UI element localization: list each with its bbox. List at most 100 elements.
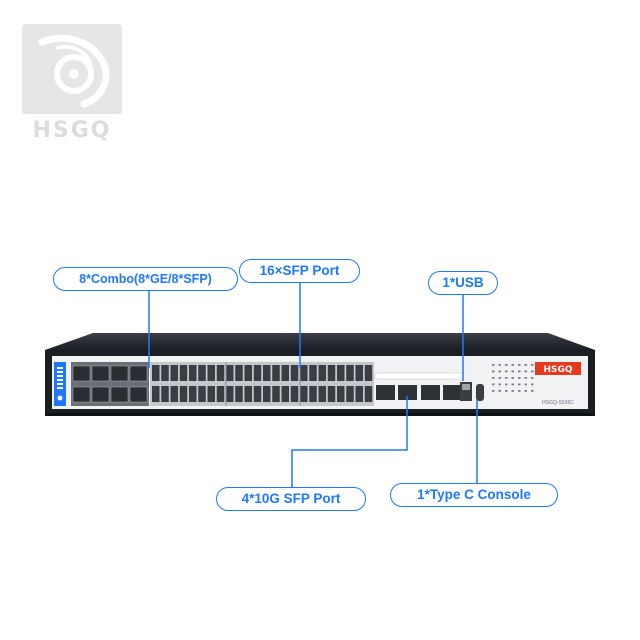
led-indicator bbox=[511, 370, 514, 373]
led-indicator bbox=[518, 377, 521, 379]
sfp-port bbox=[235, 365, 243, 381]
sfp10g-leader bbox=[291, 396, 408, 487]
sfp-port bbox=[161, 365, 169, 381]
led-indicator bbox=[498, 383, 501, 386]
led-indicator bbox=[511, 377, 514, 379]
led-indicator bbox=[492, 377, 495, 379]
sfp-port bbox=[152, 386, 160, 402]
led-indicator bbox=[498, 370, 501, 373]
sfp-port bbox=[263, 386, 271, 402]
sfp-port bbox=[290, 365, 299, 381]
sfp-port bbox=[207, 386, 215, 402]
device-model-text: HSGQ-S536C bbox=[542, 400, 574, 406]
sfp10g-callout: 4*10G SFP Port bbox=[216, 487, 366, 511]
led-indicator bbox=[531, 370, 534, 373]
sfp-port bbox=[364, 365, 373, 381]
sfp-port bbox=[346, 365, 354, 381]
sfp-port bbox=[253, 386, 262, 402]
led-indicator bbox=[505, 370, 508, 373]
led-indicator bbox=[505, 383, 508, 386]
sfp-port bbox=[281, 365, 289, 381]
sfp-port bbox=[170, 365, 178, 381]
sfp-port bbox=[337, 386, 345, 402]
sfp-port bbox=[309, 365, 317, 381]
sfp-port bbox=[300, 386, 308, 402]
sfp-port bbox=[318, 386, 326, 402]
led-indicator bbox=[505, 390, 508, 392]
sfp-port bbox=[346, 386, 354, 402]
type-c-port bbox=[476, 384, 484, 401]
led-indicator bbox=[492, 364, 495, 366]
led-indicator bbox=[531, 383, 534, 386]
led-indicator bbox=[511, 383, 514, 386]
sfp-port bbox=[327, 386, 336, 402]
led-indicator bbox=[505, 364, 508, 366]
sfp-port bbox=[355, 365, 363, 381]
led-indicator bbox=[524, 370, 527, 373]
led-indicator bbox=[492, 390, 495, 392]
led-indicator bbox=[518, 383, 521, 386]
sfp-port bbox=[152, 365, 160, 381]
sfp-port bbox=[226, 386, 234, 402]
sfp-port bbox=[179, 386, 188, 402]
device-badge bbox=[535, 362, 581, 375]
led-indicator bbox=[524, 377, 527, 379]
sfp10g-ports bbox=[376, 385, 462, 400]
led-indicator bbox=[505, 377, 508, 379]
sfp-port bbox=[179, 365, 188, 381]
led-indicator bbox=[511, 364, 514, 366]
led-indicator bbox=[524, 390, 527, 392]
sfp-port bbox=[235, 386, 243, 402]
sfp-port bbox=[216, 386, 225, 402]
sfp-callout: 16×SFP Port bbox=[239, 259, 360, 283]
led-indicator bbox=[518, 364, 521, 366]
sfp-port bbox=[189, 386, 197, 402]
console-callout: 1*Type C Console bbox=[390, 483, 558, 507]
sfp-port bbox=[189, 365, 197, 381]
led-indicator bbox=[524, 383, 527, 386]
led-indicator bbox=[492, 370, 495, 373]
led-indicator bbox=[498, 364, 501, 366]
sfp-port bbox=[244, 386, 252, 402]
brand-logo: HSGQ bbox=[22, 24, 122, 146]
sfp-port bbox=[207, 365, 215, 381]
sfp-port bbox=[170, 386, 178, 402]
chassis-top bbox=[45, 333, 595, 350]
sfp-port bbox=[364, 386, 373, 402]
led-indicator bbox=[524, 364, 527, 366]
sfp10g-label-bar bbox=[374, 372, 464, 380]
usb-callout: 1*USB bbox=[428, 271, 498, 295]
chassis-bottom bbox=[45, 413, 595, 416]
sfp-port bbox=[198, 386, 206, 402]
sfp-port bbox=[290, 386, 299, 402]
sfp-port bbox=[327, 365, 336, 381]
sfp-port bbox=[337, 365, 345, 381]
led-grid bbox=[492, 364, 534, 392]
led-indicator bbox=[518, 390, 521, 392]
sfp-ports bbox=[152, 365, 373, 402]
sfp-port bbox=[253, 365, 262, 381]
swirl-icon bbox=[38, 34, 110, 108]
sfp-port bbox=[272, 365, 280, 381]
led-indicator bbox=[492, 383, 495, 386]
led-indicator bbox=[531, 390, 534, 392]
sfp-port bbox=[272, 386, 280, 402]
led-indicator bbox=[518, 370, 521, 373]
logo-emblem bbox=[22, 24, 122, 114]
sfp-port bbox=[300, 365, 308, 381]
sfp-port bbox=[263, 365, 271, 381]
sfp-port bbox=[244, 365, 252, 381]
led-indicator bbox=[531, 377, 534, 379]
led-indicator bbox=[498, 377, 501, 379]
device-badge-text: HSGQ bbox=[543, 365, 572, 375]
sfp-port bbox=[281, 386, 289, 402]
sfp-port bbox=[226, 365, 234, 381]
rj45-ports bbox=[72, 365, 148, 403]
sfp-cage-block bbox=[150, 362, 374, 406]
sfp-port bbox=[309, 386, 317, 402]
sfp-port bbox=[318, 365, 326, 381]
sfp-port bbox=[216, 365, 225, 381]
logo-text: HSGQ bbox=[32, 118, 112, 143]
led-indicator bbox=[498, 390, 501, 392]
